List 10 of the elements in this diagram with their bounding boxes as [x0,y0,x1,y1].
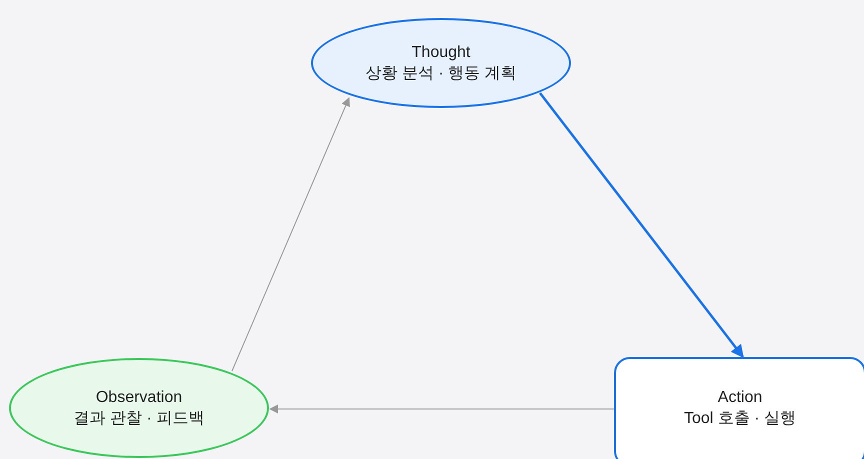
node-title: Action [718,388,762,408]
action-box [614,357,864,459]
arrow [269,404,614,414]
node-title: Thought [412,43,470,63]
node-title: Observation [96,388,182,408]
arrow [539,92,744,358]
arrow [232,97,350,372]
node-subtitle: 결과 관찰 · 피드백 [74,409,204,429]
node-subtitle: Tool 호출 · 실행 [684,409,796,429]
node-subtitle: 상황 분석 · 행동 계획 [365,64,517,84]
